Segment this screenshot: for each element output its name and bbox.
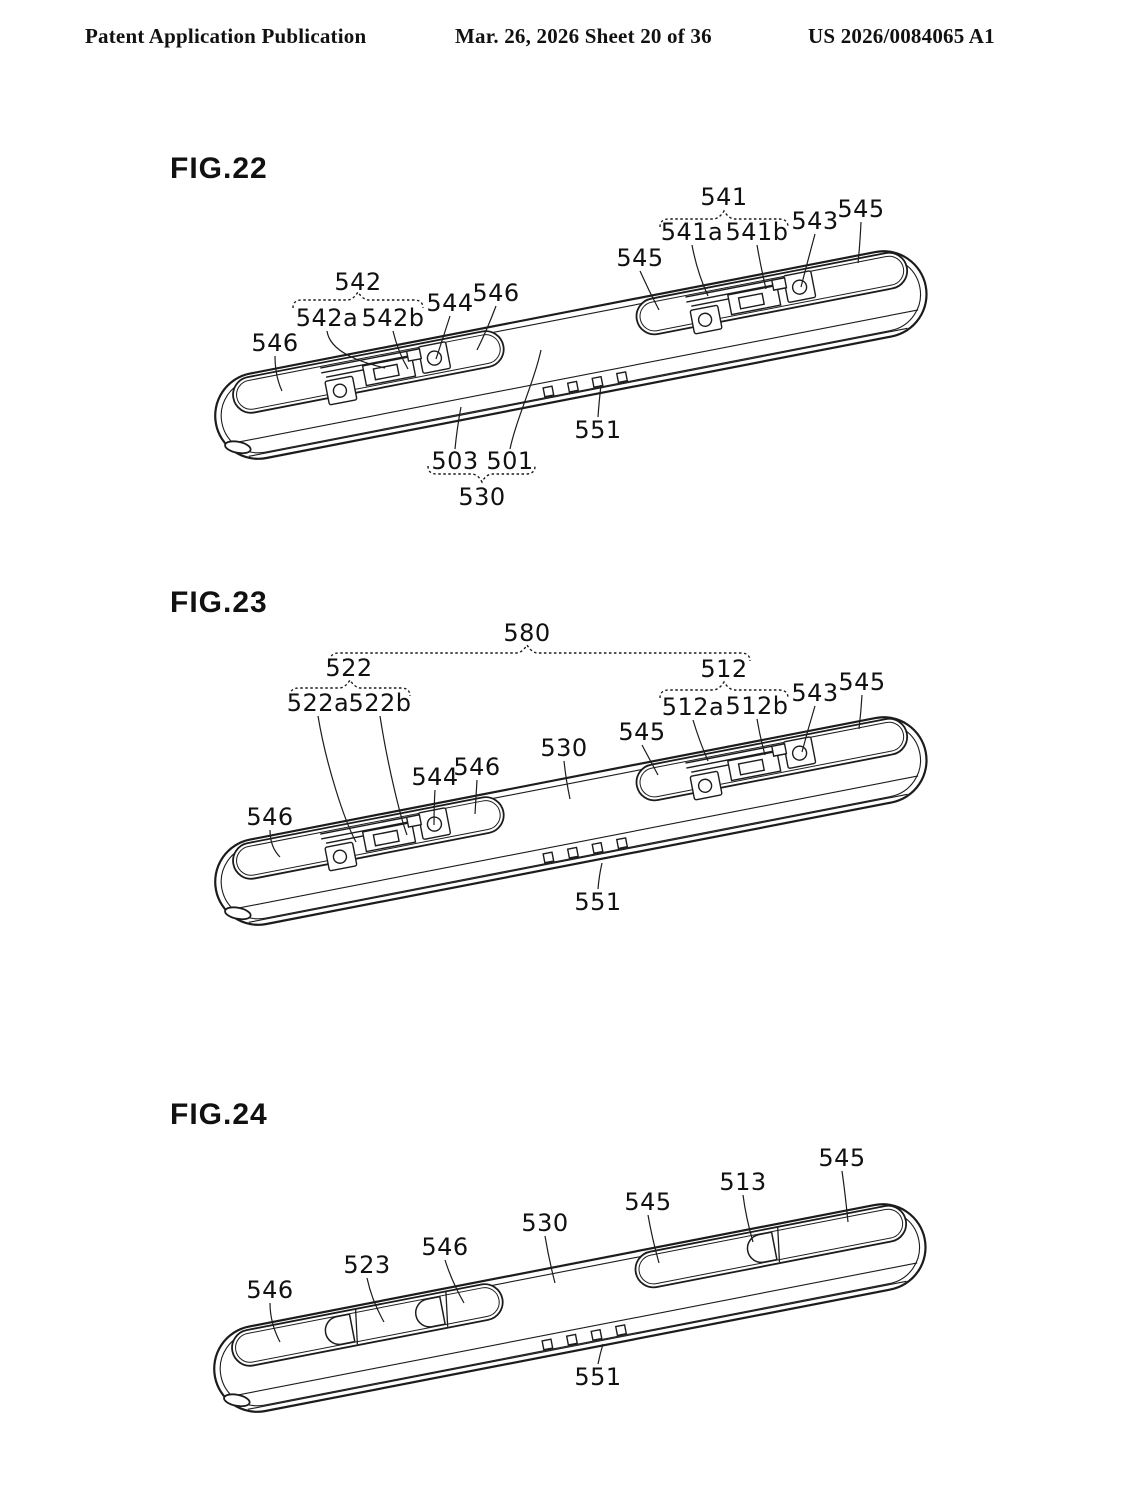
ref-label-513: 513 — [719, 1168, 767, 1196]
fig24-leader-lines — [269, 1170, 849, 1365]
fig23-title: FIG.23 — [170, 586, 268, 619]
ref-label-512b: 512b — [725, 692, 789, 720]
ref-label-545-right: 545 — [838, 668, 886, 696]
ref-label-546-mid: 546 — [472, 279, 520, 307]
fig24-rail-drawing — [207, 1197, 933, 1419]
ref-label-546-left: 546 — [251, 329, 299, 357]
ref-label-545-mid: 545 — [618, 718, 666, 746]
ref-label-546-left: 546 — [246, 1276, 294, 1304]
ref-label-541b: 541b — [725, 218, 789, 246]
ref-label-501: 501 — [486, 447, 534, 475]
ref-label-512: 512 — [700, 655, 748, 683]
ref-label-530: 530 — [540, 734, 588, 762]
ref-label-545-topright: 545 — [818, 1144, 866, 1172]
fig22-braces — [292, 209, 789, 484]
ref-label-542a: 542a — [295, 304, 359, 332]
ref-label-522a: 522a — [286, 689, 350, 717]
ref-label-522b: 522b — [348, 689, 412, 717]
header-patent-number: US 2026/0084065 A1 — [808, 24, 995, 48]
ref-label-545-left: 545 — [616, 244, 664, 272]
ref-label-545-mid: 545 — [624, 1188, 672, 1216]
ref-label-503: 503 — [431, 447, 479, 475]
fig24-title: FIG.24 — [170, 1098, 268, 1131]
header-publication: Patent Application Publication — [85, 24, 367, 48]
ref-label-545-right: 545 — [837, 195, 885, 223]
ref-label-551: 551 — [574, 1363, 622, 1391]
ref-label-530: 530 — [521, 1209, 569, 1237]
fig22-leader-lines — [274, 221, 862, 450]
ref-label-546-mid: 546 — [453, 753, 501, 781]
ref-label-543: 543 — [791, 679, 839, 707]
ref-label-544: 544 — [411, 763, 459, 791]
fig23-braces — [289, 643, 789, 699]
fig22-rail-drawing — [208, 244, 934, 466]
ref-label-542: 542 — [334, 268, 382, 296]
ref-label-551: 551 — [574, 416, 622, 444]
ref-label-530: 530 — [458, 483, 506, 511]
ref-label-551: 551 — [574, 888, 622, 916]
ref-label-543: 543 — [791, 207, 839, 235]
ref-label-546-left: 546 — [246, 803, 294, 831]
ref-label-546-mid: 546 — [421, 1233, 469, 1261]
ref-label-522: 522 — [325, 654, 373, 682]
ref-label-542b: 542b — [361, 304, 425, 332]
ref-label-541a: 541a — [660, 218, 724, 246]
ref-label-512a: 512a — [661, 693, 725, 721]
fig22-title: FIG.22 — [170, 152, 268, 185]
header-date-sheet: Mar. 26, 2026 Sheet 20 of 36 — [455, 24, 712, 48]
ref-label-580: 580 — [503, 619, 551, 647]
ref-label-523: 523 — [343, 1251, 391, 1279]
ref-label-544: 544 — [426, 289, 474, 317]
fig23-leader-lines — [269, 694, 863, 890]
ref-label-541: 541 — [700, 183, 748, 211]
